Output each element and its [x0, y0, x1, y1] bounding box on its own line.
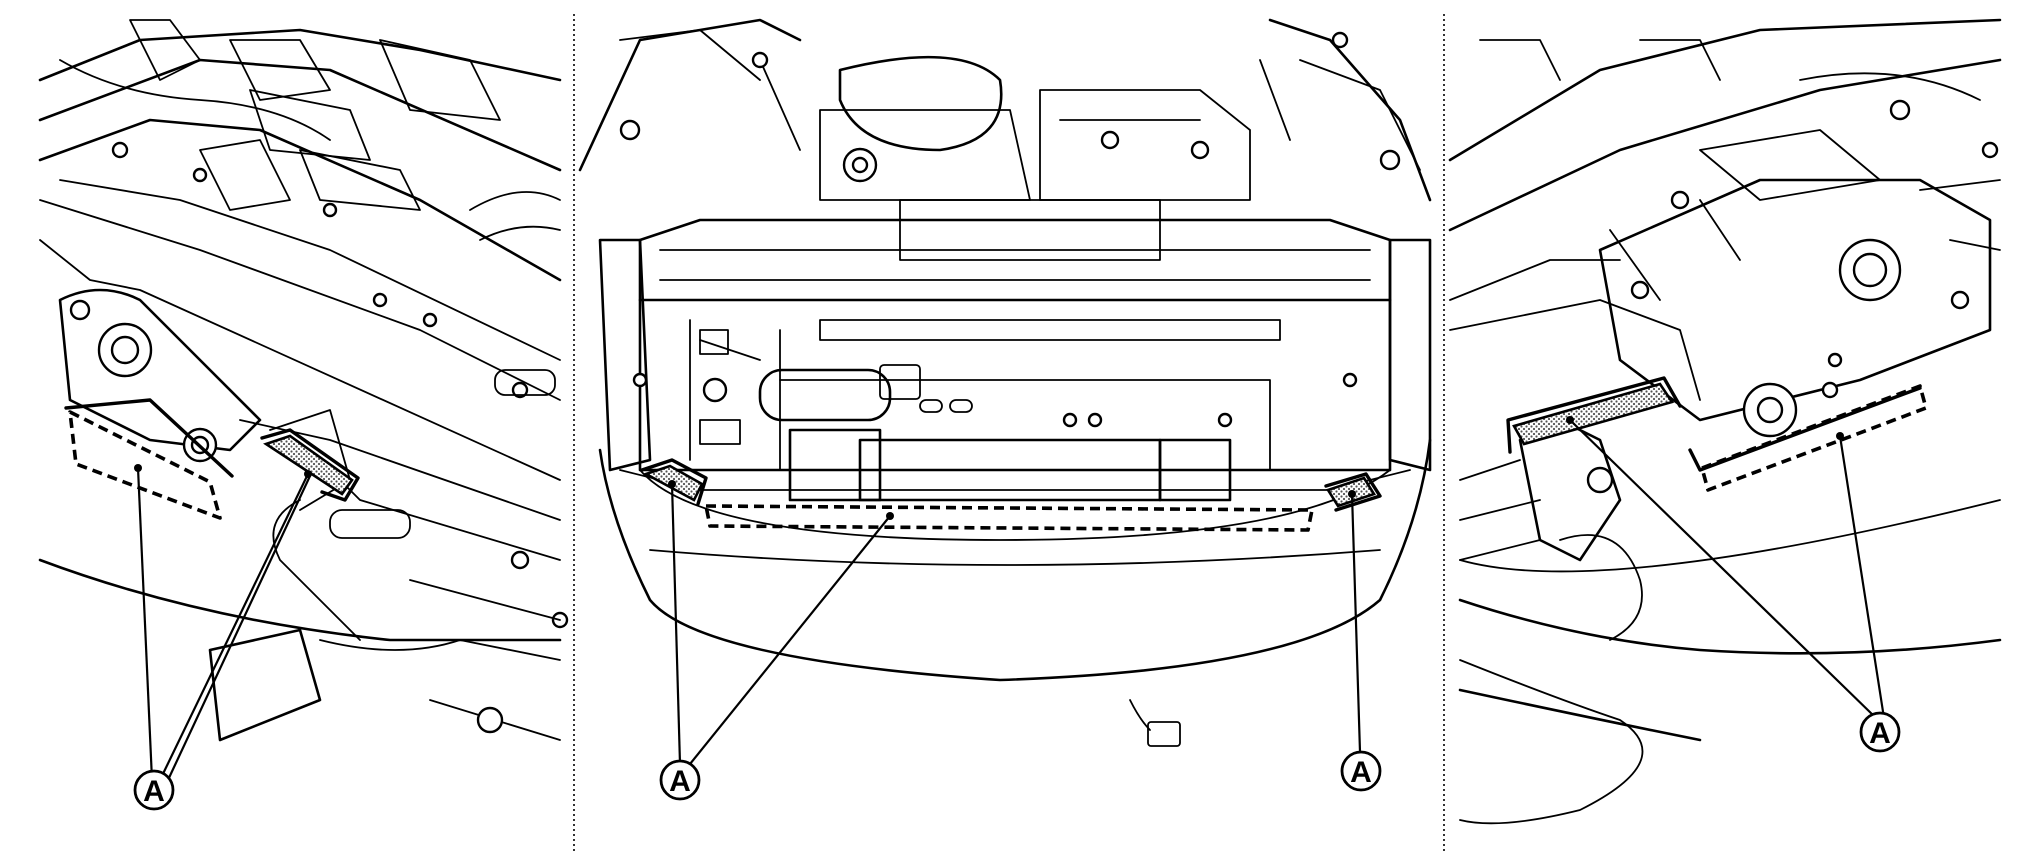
left-view: A	[38, 19, 569, 811]
svg-text:A: A	[1869, 717, 1891, 750]
center-view: A A	[578, 18, 1432, 801]
callout-a-center-right: A	[1340, 750, 1382, 792]
callout-a-right: A	[1859, 711, 1901, 753]
tape-pad	[1512, 382, 1675, 446]
svg-text:A: A	[143, 775, 165, 808]
callout-a-center-left: A	[659, 759, 701, 801]
svg-text:A: A	[1350, 756, 1372, 789]
callout-a-left: A	[133, 769, 175, 811]
tape-pad	[263, 434, 354, 496]
svg-text:A: A	[669, 765, 691, 798]
right-view: A	[1448, 18, 2002, 825]
